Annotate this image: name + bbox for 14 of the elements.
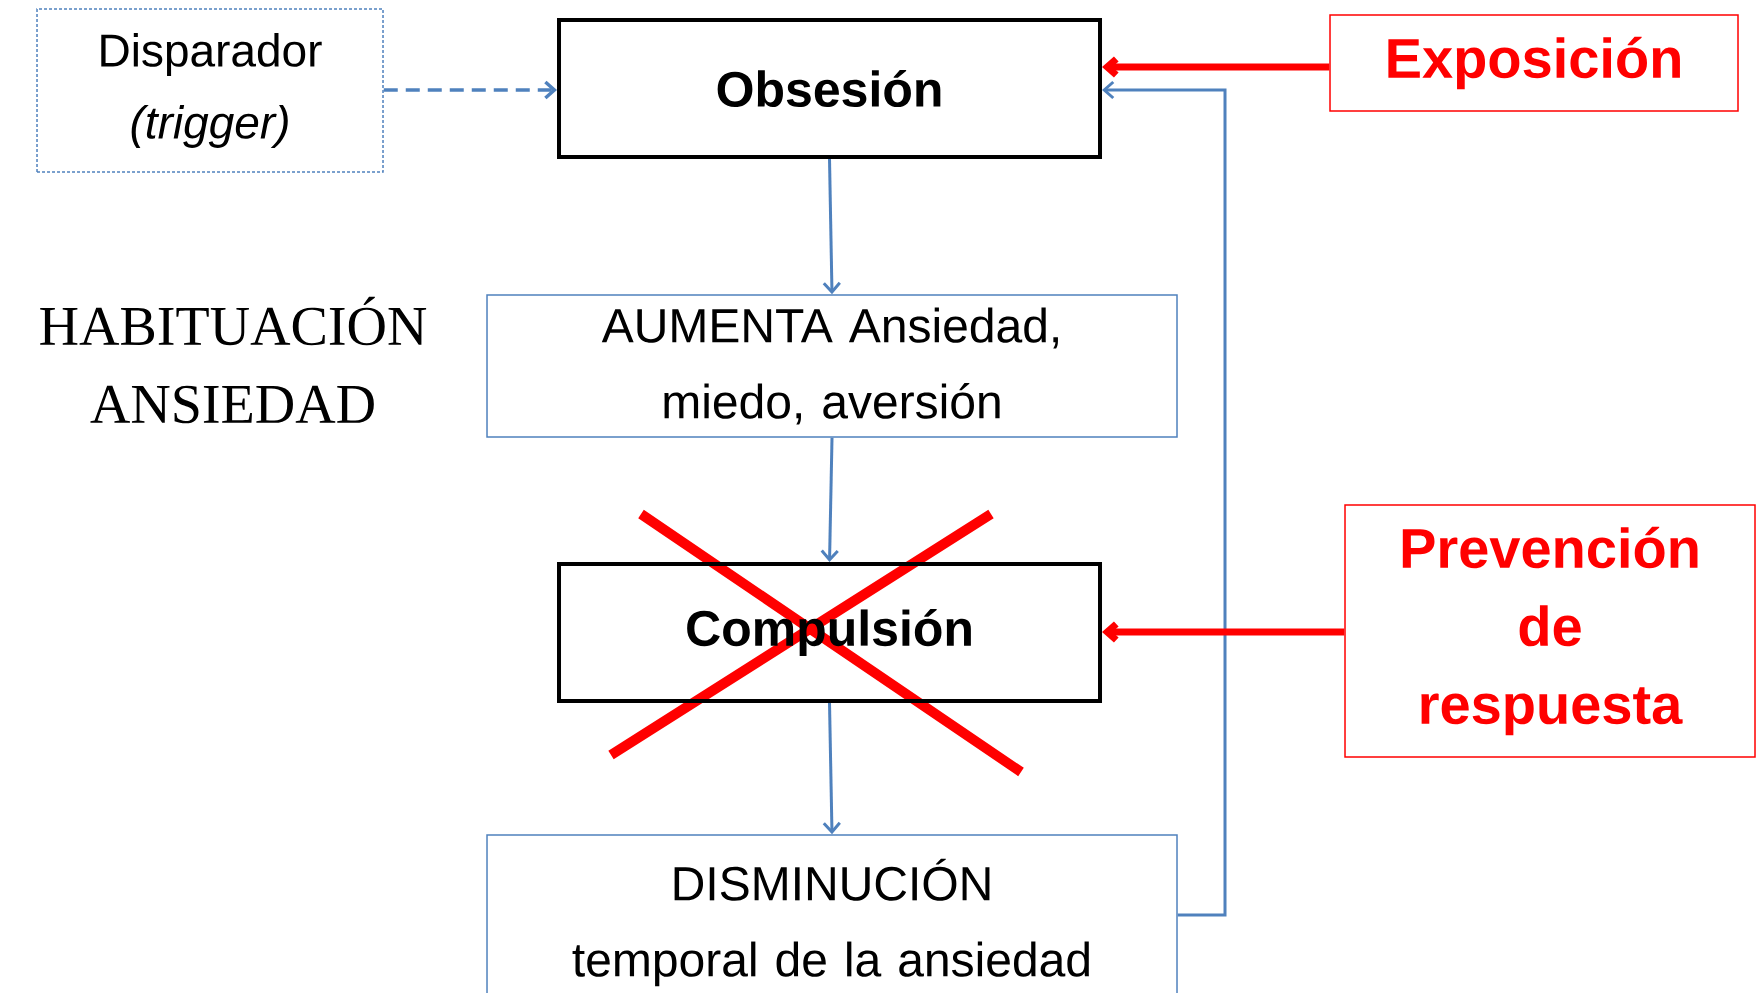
process-box: Obsesión — [557, 18, 1102, 159]
callout-box: Exposición — [1329, 14, 1739, 112]
arrow — [1102, 621, 1345, 643]
trigger-box: Disparador (trigger) — [36, 8, 384, 173]
side-label: HABITUACIÓN ANSIEDAD — [40, 296, 427, 424]
arrow — [1102, 80, 1227, 917]
arrow — [383, 80, 557, 100]
arrow — [1102, 56, 1330, 78]
process-box: DISMINUCIÓN temporal de la ansiedad — [486, 834, 1178, 993]
arrow — [822, 158, 841, 295]
arrow — [820, 437, 839, 562]
arrow — [822, 702, 841, 835]
process-box: AUMENTA Ansiedad, miedo, aversión — [486, 294, 1178, 438]
callout-box: Prevención de respuesta — [1344, 504, 1756, 758]
